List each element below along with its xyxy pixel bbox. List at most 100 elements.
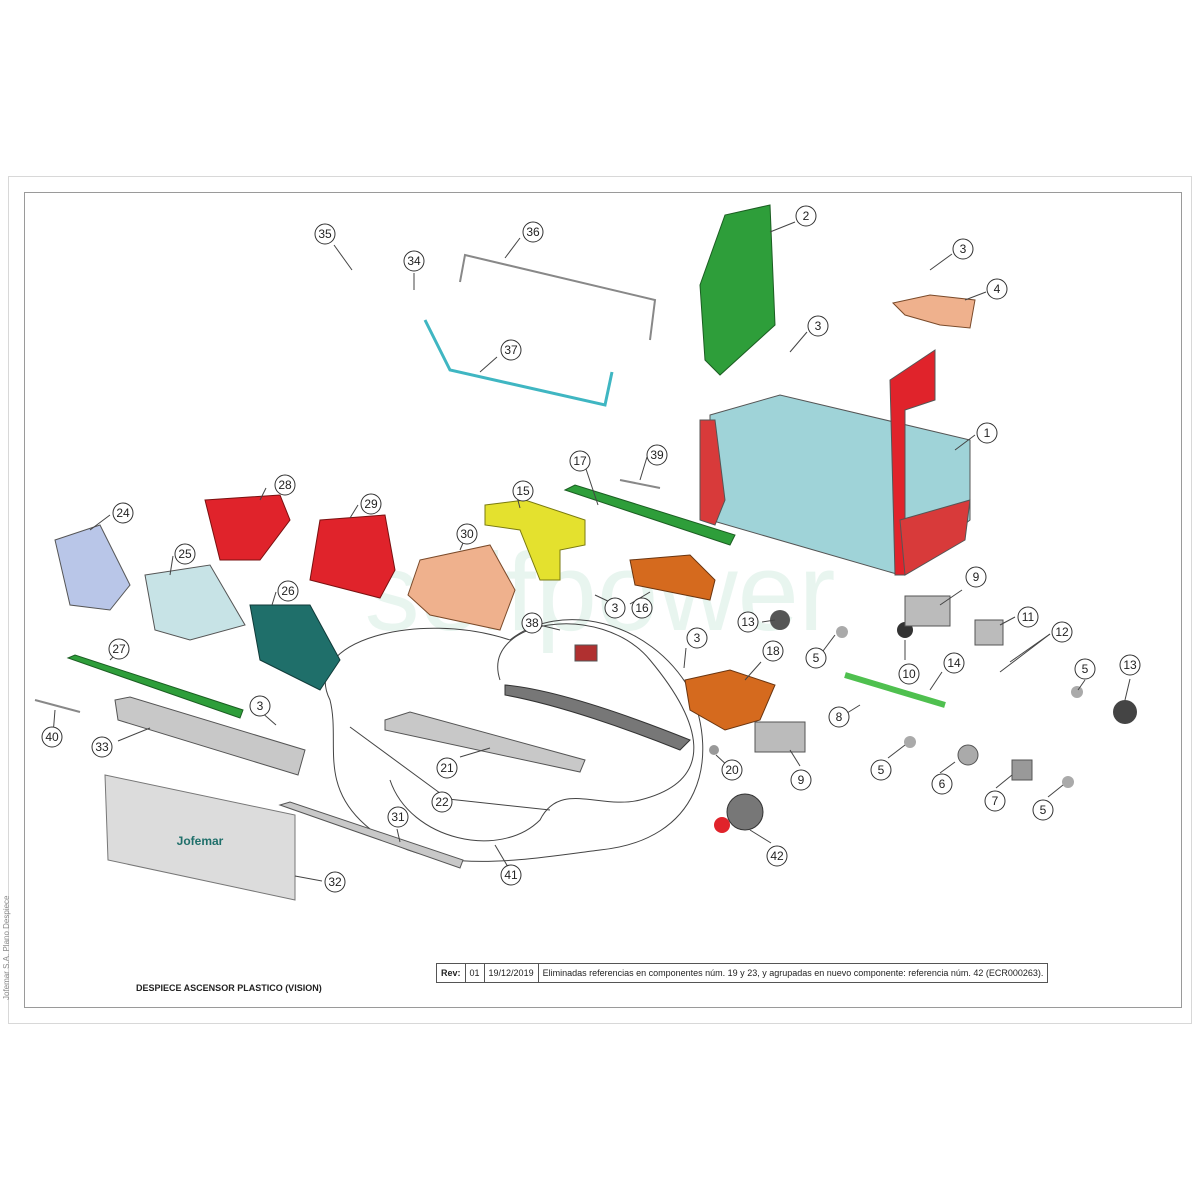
callout-9b: 9 [798, 773, 805, 787]
part-24 [54, 524, 131, 611]
callout-41: 41 [504, 868, 518, 882]
green-strip-17 [563, 484, 736, 546]
gear-part-6 [957, 744, 979, 766]
red-part-29 [309, 514, 396, 599]
callout-12: 12 [1055, 625, 1069, 639]
callout-10: 10 [902, 667, 916, 681]
callout-33: 33 [95, 740, 109, 754]
bearing-part-5c [1071, 686, 1083, 698]
callout-34: 34 [407, 254, 421, 268]
bearing-part-5b [836, 626, 848, 638]
gear-part-13b [1113, 700, 1137, 724]
callout-22: 22 [435, 795, 449, 809]
callout-4: 4 [994, 282, 1001, 296]
callout-20: 20 [725, 763, 739, 777]
callout-30: 30 [460, 527, 474, 541]
cover-part-33 [114, 696, 306, 776]
callout-6: 6 [939, 777, 946, 791]
callout-11: 11 [1022, 610, 1035, 624]
part-25 [144, 564, 246, 641]
callout-39: 39 [650, 448, 664, 462]
callout-29: 29 [364, 497, 378, 511]
callout-17: 17 [573, 454, 587, 468]
drawing-title: DESPIECE ASCENSOR PLASTICO (VISION) [136, 983, 322, 993]
orange-part-16 [629, 554, 716, 601]
rev-label: Rev: [436, 963, 466, 983]
bearing-part-5d [1062, 776, 1074, 788]
bracket-part-4 [891, 294, 976, 329]
sheet-outer-border [8, 176, 1192, 1024]
callout-5c: 5 [1082, 662, 1089, 676]
rod-part-37 [423, 319, 614, 407]
red-part-28 [204, 494, 291, 561]
green-plate-part [699, 204, 776, 376]
callout-16: 16 [635, 601, 649, 615]
callout-35: 35 [318, 227, 332, 241]
gear-part-42-red [714, 817, 730, 833]
callout-3a: 3 [960, 242, 967, 256]
washer-part-20 [709, 745, 719, 755]
rev-description: Eliminadas referencias en componentes nú… [537, 963, 1049, 983]
rev-number: 01 [464, 963, 485, 983]
chassis-bracket-red [899, 499, 971, 576]
callout-13b: 13 [1123, 658, 1137, 672]
green-bar-27 [66, 654, 244, 719]
part-38-block [574, 644, 598, 662]
callout-5a: 5 [813, 651, 820, 665]
rail-part-31 [278, 801, 464, 869]
callout-circles [41, 205, 1141, 893]
rod-part-36 [459, 253, 657, 341]
callout-31: 31 [391, 810, 405, 824]
plate-part-21 [384, 711, 586, 773]
rod-part-40 [34, 699, 81, 713]
bearing-part-5 [904, 736, 916, 748]
callout-2: 2 [803, 209, 810, 223]
part-11 [974, 619, 1004, 646]
gear-part-13 [770, 610, 790, 630]
callout-24: 24 [116, 506, 130, 520]
side-caption: Jofemar S.A. Plano Despiece [2, 895, 11, 1001]
gear-part-42 [726, 793, 764, 831]
callout-5d: 5 [1040, 803, 1047, 817]
callout-5b: 5 [878, 763, 885, 777]
callout-15: 15 [516, 484, 530, 498]
callout-3b: 3 [815, 319, 822, 333]
part-26 [249, 604, 341, 691]
callout-9a: 9 [973, 570, 980, 584]
cable-loop-22 [389, 623, 695, 842]
bracket-part-7 [1011, 759, 1033, 781]
callout-3e: 3 [257, 699, 264, 713]
panel-brand-text: Jofemar [177, 834, 224, 848]
callout-14: 14 [947, 656, 961, 670]
callout-28: 28 [278, 478, 292, 492]
rev-date: 19/12/2019 [483, 963, 539, 983]
chassis-frame-red [889, 349, 936, 576]
yellow-part-15 [484, 499, 586, 581]
callout-21: 21 [440, 761, 454, 775]
callout-36: 36 [526, 225, 540, 239]
chassis-side-red [699, 419, 726, 526]
callout-18: 18 [766, 644, 780, 658]
callout-8: 8 [836, 710, 843, 724]
callout-27: 27 [112, 642, 126, 656]
callout-38: 38 [525, 616, 539, 630]
rod-part-39 [619, 479, 661, 489]
callout-3c: 3 [694, 631, 701, 645]
callout-numbers: 1 2 3 3 3 3 3 4 5 5 5 5 6 7 8 9 9 10 11 … [45, 209, 1137, 889]
cable-loop-41 [324, 619, 704, 862]
motor-part-9 [754, 721, 806, 753]
callout-32: 32 [328, 875, 342, 889]
callout-7: 7 [992, 794, 999, 808]
callout-42: 42 [770, 849, 784, 863]
callout-40: 40 [45, 730, 59, 744]
motor-part-9b [904, 595, 951, 627]
callout-26: 26 [281, 584, 295, 598]
revision-table: Rev: 01 19/12/2019 Eliminadas referencia… [436, 963, 1049, 983]
callout-25: 25 [178, 547, 192, 561]
panel-part-32 [104, 774, 296, 901]
drawing-frame [24, 192, 1182, 1008]
callout-13a: 13 [741, 615, 755, 629]
callout-1: 1 [984, 426, 991, 440]
callout-3d: 3 [612, 601, 619, 615]
